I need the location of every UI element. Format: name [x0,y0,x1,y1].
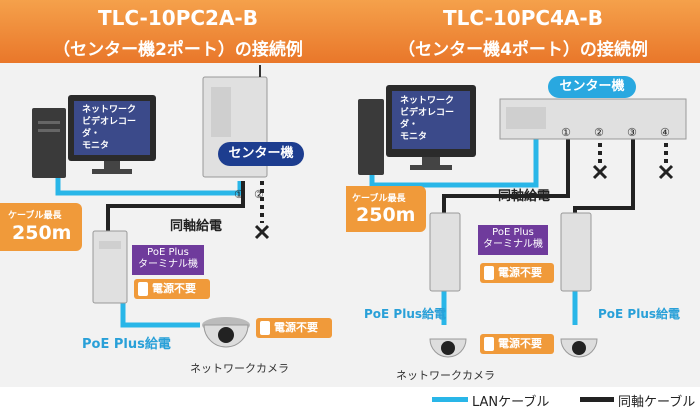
right-subtitle: （センター機4ポート）の接続例 [398,40,648,60]
left-diagram [32,65,270,348]
cross-icon [254,224,270,240]
left-cable-max-value: 250m [12,222,72,244]
left-poe-terminal-label: PoE Plus ターミナル機 [132,245,204,275]
right-coax-label: 同軸給電 [498,189,551,204]
left-title: TLC-10PC2A-B [98,6,258,30]
left-power-free-2: 電源不要 [256,318,332,338]
left-camera-label: ネットワークカメラ [190,362,289,375]
left-cable-max-label: ケーブル最長 [8,211,62,221]
cross-icon [658,164,674,180]
legend-coax-swatch [580,397,614,402]
right-cable-max-label: ケーブル最長 [352,194,406,204]
left-coax-label: 同軸給電 [170,219,223,234]
legend-lan-swatch [432,397,468,402]
coax-cable-1 [442,138,570,213]
lan-cable-camera [120,300,200,328]
plug-icon [484,337,494,351]
left-port-1: ① [234,188,244,201]
camera-icon [560,338,598,358]
left-port-2: ② [254,188,264,201]
legend: LANケーブル 同軸ケーブル [0,387,700,410]
left-power-free-2-text: 電源不要 [274,321,318,334]
left-center-label: センター機 [218,142,304,166]
coax-cable [106,181,245,231]
plug-icon [484,266,494,280]
right-header: TLC-10PC4A-B （センター機4ポート）の接続例 [346,0,700,63]
right-poe-power-label-1: PoE Plus給電 [364,307,447,321]
pc-tower [32,108,66,178]
right-poe-terminal-label: PoE Plus ターミナル機 [478,225,548,255]
camera-icon [429,338,467,358]
terminal-unit-2 [560,212,592,292]
right-title: TLC-10PC4A-B [443,6,603,30]
camera-icon [202,317,250,348]
right-panel: TLC-10PC4A-B （センター機4ポート）の接続例 [346,0,700,387]
right-port-2: ② [594,126,604,139]
plug-icon [260,321,270,335]
right-power-free-1-text: 電源不要 [498,266,542,279]
right-port-3: ③ [627,126,637,139]
left-power-free-1: 電源不要 [134,279,210,299]
right-camera-label: ネットワークカメラ [396,369,495,382]
left-subtitle: （センター機2ポート）の接続例 [53,40,303,60]
plug-icon [138,282,148,296]
cross-icon [592,164,608,180]
left-cable-max-badge: ケーブル最長 250m [0,203,82,251]
right-power-free-1: 電源不要 [480,263,554,283]
left-poe-power-label: PoE Plus給電 [82,337,171,352]
right-power-free-2-text: 電源不要 [498,337,542,350]
right-recorder-label: ネットワーク ビデオレコーダ・ モニタ [400,96,455,142]
right-poe-power-label-2: PoE Plus給電 [598,307,681,321]
legend-lan-label: LANケーブル [472,395,550,410]
legend-coax-label: 同軸ケーブル [618,395,696,410]
left-recorder-label: ネットワーク ビデオレコーダ・ モニタ [82,105,137,151]
coax-cable-3 [573,138,635,213]
right-cable-max-badge: ケーブル最長 250m [346,186,426,232]
terminal-unit-1 [429,212,461,292]
right-cable-max-value: 250m [356,204,416,226]
left-header: TLC-10PC2A-B （センター機2ポート）の接続例 [0,0,356,63]
right-diagram [358,85,687,358]
lan-cable-recorder [369,138,539,188]
right-power-free-2: 電源不要 [480,334,554,354]
right-center-label: センター機 [548,76,636,98]
right-port-1: ① [561,126,571,139]
lan-cable-recorder [55,178,243,196]
left-power-free-1-text: 電源不要 [152,282,196,295]
right-port-4: ④ [660,126,670,139]
left-panel: TLC-10PC2A-B （センター機2ポート）の接続例 [0,0,356,387]
pc-tower [358,99,384,175]
